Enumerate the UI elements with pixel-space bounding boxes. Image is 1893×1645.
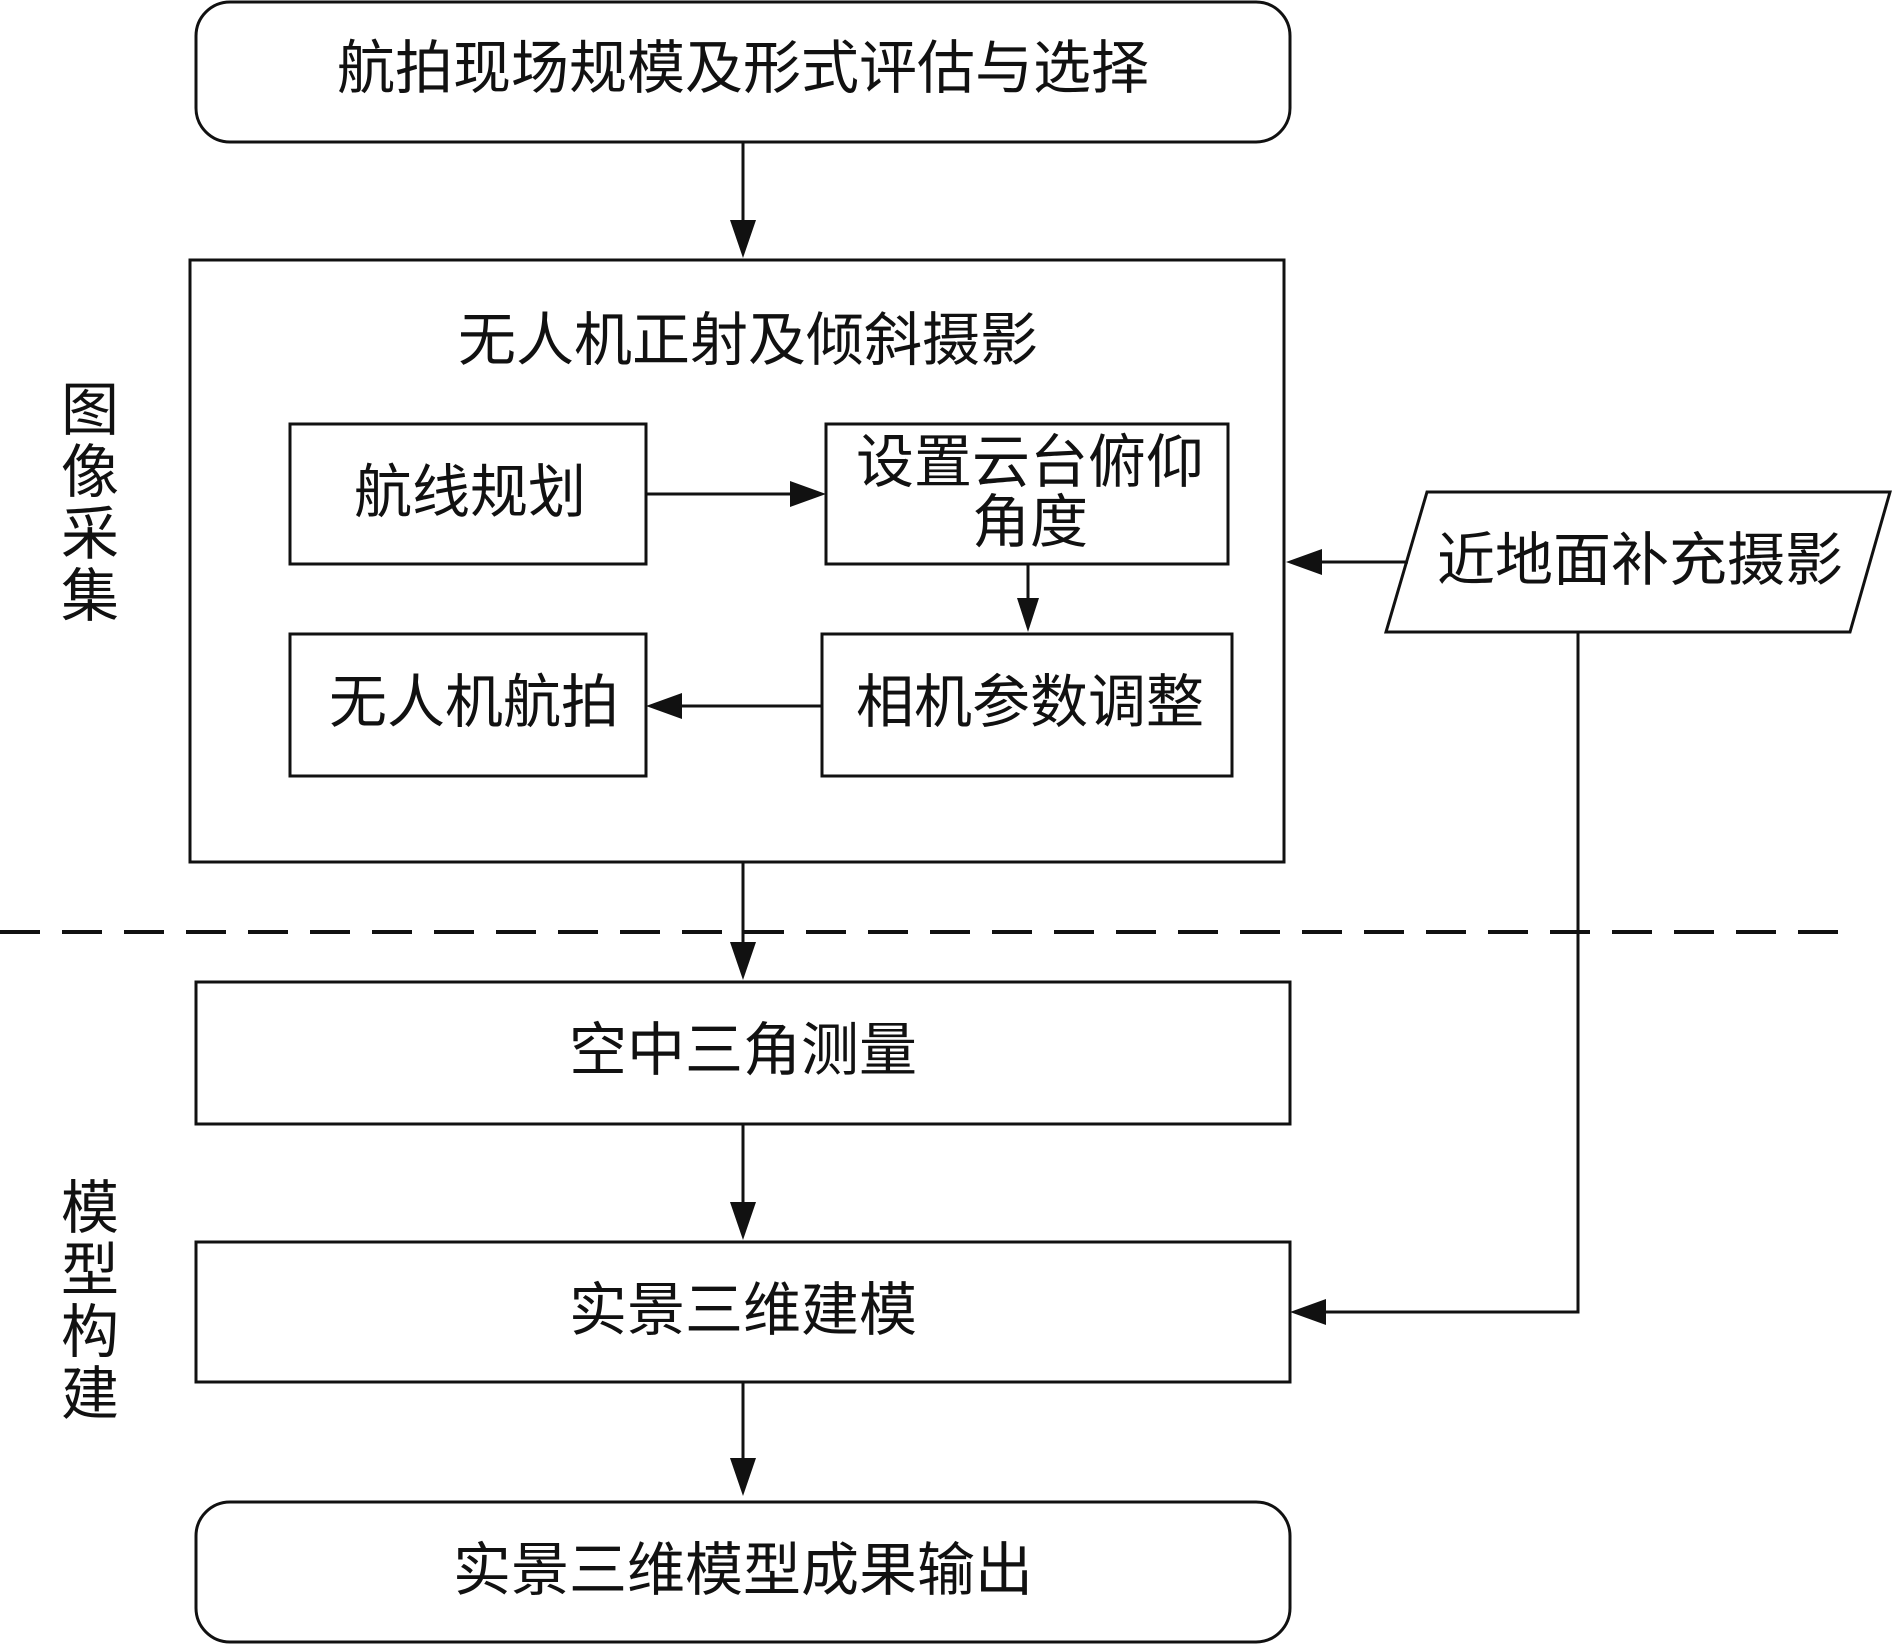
route-planning-box (288, 422, 648, 566)
side-char: 型 (61, 1236, 119, 1304)
connector-near-to-modeling (1310, 632, 1580, 1314)
aerial-triangulation-box (194, 980, 1292, 1126)
near-ground-box (1383, 490, 1892, 634)
gimbal-angle-label-1: 设置云台俯仰 (856, 428, 1204, 496)
uav-group-title: 无人机正射及倾斜摄影 (458, 306, 1038, 374)
side-char: 集 (61, 562, 119, 630)
uav-shooting-label: 无人机航拍 (329, 668, 619, 736)
arrowhead-near-to-modeling (1290, 1299, 1326, 1325)
arrowhead-gimbal-to-camera (1017, 598, 1039, 632)
uav-shooting-box (288, 632, 648, 778)
route-planning-label: 航线规划 (354, 458, 586, 526)
site-eval-label: 航拍现场规模及形式评估与选择 (337, 34, 1149, 102)
arrowhead-route-to-gimbal (790, 481, 826, 507)
side-char: 构 (61, 1298, 119, 1366)
side-char: 模 (61, 1174, 119, 1242)
reality-modeling-label: 实景三维建模 (569, 1276, 917, 1344)
arrowhead-site-to-group (730, 220, 756, 258)
side-label-image-acquisition: 图 像 采 集 (61, 376, 119, 630)
near-ground-label: 近地面补充摄影 (1437, 526, 1843, 594)
model-output-box (194, 1500, 1292, 1644)
model-output-label: 实景三维模型成果输出 (453, 1536, 1033, 1604)
arrowhead-modeling-to-output (730, 1458, 756, 1496)
side-char: 图 (61, 376, 119, 444)
gimbal-angle-label-2: 角度 (972, 488, 1088, 556)
side-char: 采 (61, 500, 119, 568)
arrowhead-camera-to-shooting (646, 693, 682, 719)
camera-params-box (820, 632, 1234, 778)
gimbal-angle-box (824, 422, 1230, 566)
camera-params-label: 相机参数调整 (856, 668, 1204, 736)
side-char: 像 (61, 438, 119, 506)
side-char: 建 (61, 1360, 119, 1428)
aerial-triangulation-label: 空中三角测量 (569, 1016, 917, 1084)
arrowhead-triangulation-to-modeling (730, 1202, 756, 1240)
arrowhead-near-to-group (1286, 549, 1322, 575)
side-label-model-construction: 模 型 构 建 (61, 1174, 119, 1428)
arrowhead-group-to-triangulation (730, 942, 756, 980)
